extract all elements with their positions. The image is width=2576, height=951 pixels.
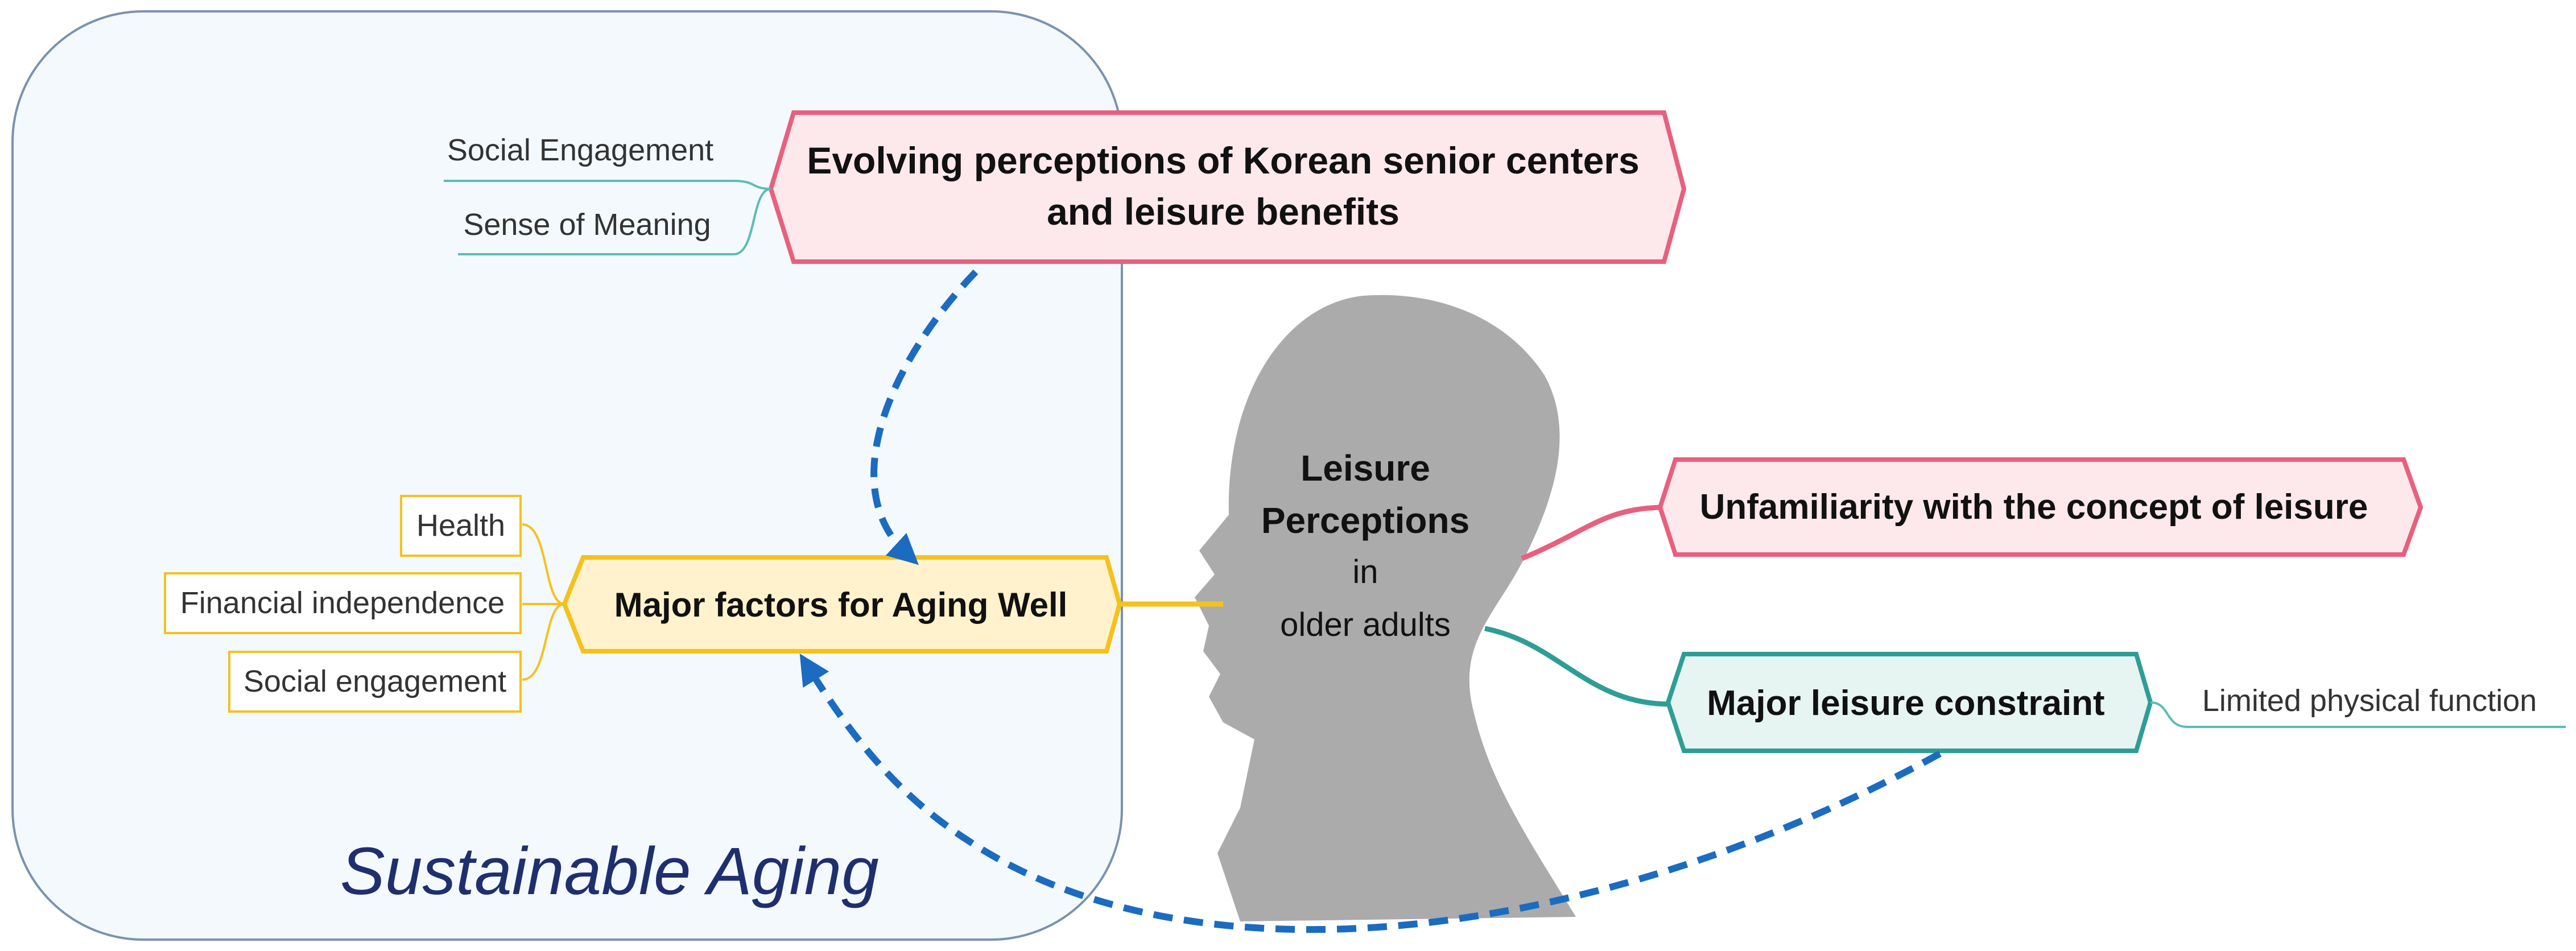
aging-well-child-health: Health — [416, 508, 505, 543]
node-unfamiliarity: Unfamiliarity with the concept of leisur… — [1657, 457, 2424, 557]
dashed-arrow-evolving-to-aging-well — [870, 269, 979, 565]
evolving-child-sense-of-meaning: Sense of Meaning — [463, 208, 711, 242]
aging-well-child-financial-box: Financial independence — [164, 572, 522, 634]
node-major-constraint: Major leisure constraint — [1665, 652, 2153, 753]
node-aging-well: Major factors for Aging Well — [562, 555, 1122, 654]
head-label-leisure: Leisure — [1301, 448, 1430, 489]
head-label-perceptions: Perceptions — [1261, 500, 1469, 541]
bracket-evolving-children — [444, 180, 771, 255]
evolving-child-social-engagement: Social Engagement — [447, 133, 713, 167]
aging-well-child-financial: Financial independence — [180, 586, 505, 620]
head-silhouette — [1195, 295, 1576, 921]
node-evolving-perceptions: Evolving perceptions of Korean senior ce… — [768, 110, 1687, 264]
sustainable-aging-label: Sustainable Aging — [340, 834, 879, 909]
constraint-child-limited-physical: Limited physical function — [2202, 684, 2537, 718]
aging-well-child-health-box: Health — [400, 495, 522, 557]
head-label-older-adults: older adults — [1280, 606, 1451, 643]
aging-well-child-social: Social engagement — [243, 664, 506, 698]
dashed-arrow-constraint-to-aging-well — [799, 654, 1942, 933]
head-label-group: Leisure Perceptions in older adults — [1261, 448, 1469, 643]
head-label-in: in — [1352, 553, 1378, 590]
connector-constraint-to-child — [2150, 701, 2566, 728]
unfamiliarity-title: Unfamiliarity with the concept of leisur… — [1700, 487, 2368, 527]
aging-well-child-social-box: Social engagement — [228, 651, 522, 713]
constraint-title: Major leisure constraint — [1707, 684, 2104, 723]
bracket-aging-well-children — [522, 523, 565, 681]
connector-head-to-constraint — [1484, 626, 1670, 707]
aging-well-title: Major factors for Aging Well — [614, 586, 1068, 624]
connector-head-to-unfamiliarity — [1521, 505, 1673, 561]
evolving-title-line1: Evolving perceptions of Korean senior ce… — [807, 139, 1639, 181]
evolving-title-line2: and leisure benefits — [1047, 191, 1400, 233]
